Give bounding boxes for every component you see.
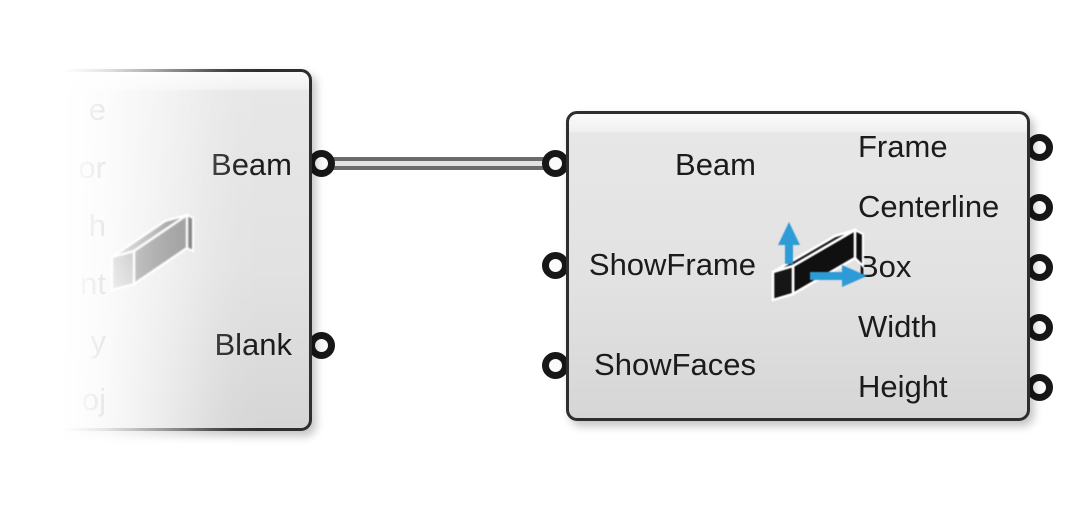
beam-arrows-icon — [771, 222, 867, 302]
up-arrow-icon — [778, 222, 800, 264]
beam-icon — [110, 212, 194, 292]
right-arrow-icon — [810, 265, 867, 287]
left-faded-input-label: or — [78, 150, 106, 185]
left-output-port-beam[interactable] — [308, 150, 335, 177]
left-faded-input-label: e — [88, 92, 106, 127]
right-input-port-showfaces[interactable] — [542, 352, 569, 379]
right-output-label-frame: Frame — [858, 129, 948, 164]
wire-beam-connection[interactable] — [320, 157, 560, 170]
right-input-port-showframe[interactable] — [542, 252, 569, 279]
left-output-label-blank: Blank — [214, 327, 292, 362]
left-faded-input-label: h — [88, 208, 106, 243]
right-output-port-centerline[interactable] — [1026, 194, 1053, 221]
right-input-label-showframe: ShowFrame — [588, 247, 756, 282]
right-output-label-centerline: Centerline — [858, 189, 1000, 224]
left-faded-input-label: oj — [81, 382, 106, 417]
left-output-port-blank[interactable] — [308, 332, 335, 359]
black-beam-shape — [771, 227, 865, 302]
left-faded-input-label: nt — [80, 266, 106, 301]
right-output-label-box: Box — [858, 249, 912, 284]
right-output-label-width: Width — [858, 309, 938, 344]
right-output-label-height: Height — [858, 369, 948, 404]
left-faded-input-label: y — [90, 324, 107, 359]
right-input-label-beam: Beam — [675, 147, 756, 182]
left-output-label-beam: Beam — [211, 147, 292, 182]
right-input-label-showfaces: ShowFaces — [594, 347, 756, 382]
right-input-port-beam[interactable] — [542, 150, 569, 177]
